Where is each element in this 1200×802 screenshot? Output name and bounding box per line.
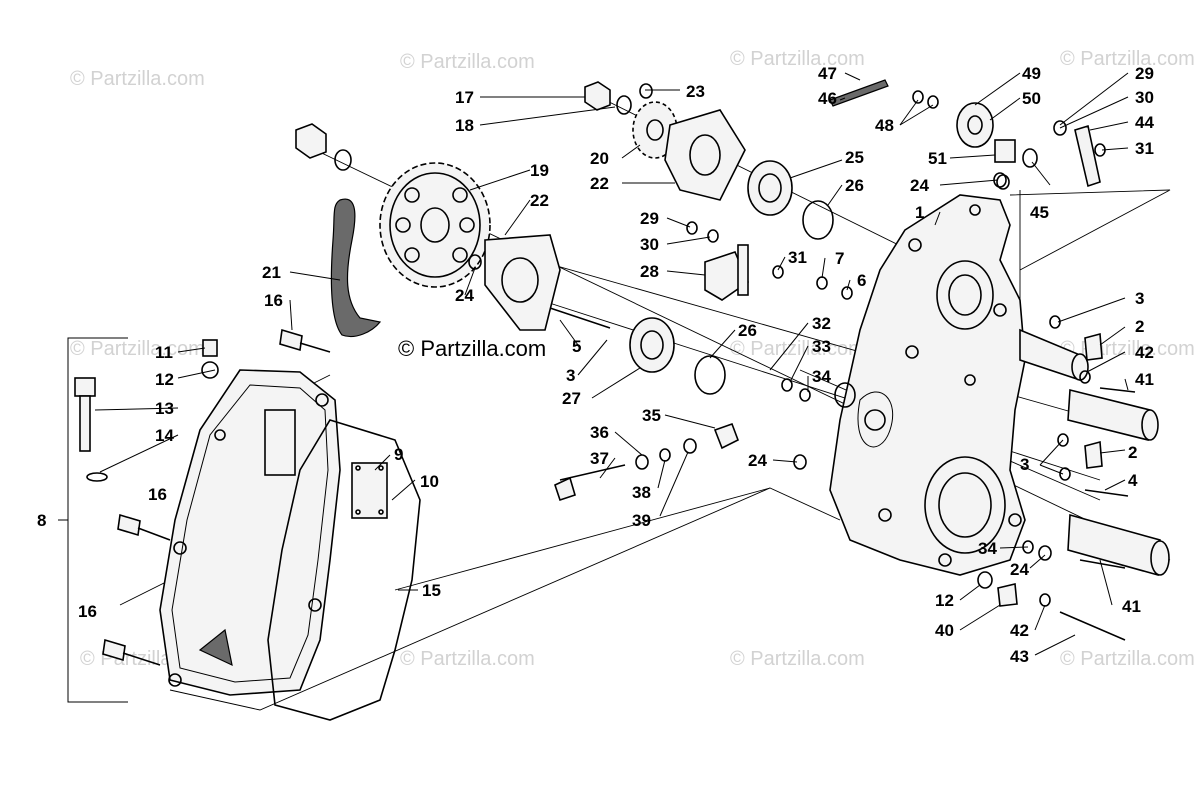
callout-label: 46 xyxy=(818,89,837,108)
callout-label: 39 xyxy=(632,511,651,530)
large-sprocket xyxy=(379,162,491,288)
callout-label: 23 xyxy=(686,82,705,101)
callout-label: 24 xyxy=(910,176,929,195)
watermark-text: © Partzilla.com xyxy=(70,338,205,360)
callout-label: 51 xyxy=(928,149,947,168)
callout-label: 3 xyxy=(1020,455,1029,474)
watermark-text: © Partzilla.com xyxy=(1060,48,1195,70)
callout-label: 25 xyxy=(845,148,864,167)
callout-label: 15 xyxy=(422,581,441,600)
callout-label: 42 xyxy=(1135,343,1154,362)
shafts xyxy=(1019,328,1170,577)
callout-label: 9 xyxy=(394,445,403,464)
bearings xyxy=(629,160,834,395)
nuts-and-washers xyxy=(295,81,653,171)
callout-label: 10 xyxy=(420,472,439,491)
callout-label: 50 xyxy=(1022,89,1041,108)
callout-label: 27 xyxy=(562,389,581,408)
callout-label: 16 xyxy=(264,291,283,310)
group-bracket xyxy=(58,337,128,703)
callout-label: 22 xyxy=(590,174,609,193)
callout-label: 45 xyxy=(1030,203,1049,222)
callout-label: 48 xyxy=(875,116,894,135)
callout-label: 5 xyxy=(572,337,581,356)
callout-label: 40 xyxy=(935,621,954,640)
watermark-text: © Partzilla.com xyxy=(400,648,535,670)
callout-label: 13 xyxy=(155,399,174,418)
callout-label: 35 xyxy=(642,406,661,425)
callout-label: 16 xyxy=(148,485,167,504)
right-hardware xyxy=(977,315,1136,641)
callout-label: 26 xyxy=(738,321,757,340)
callout-label: 36 xyxy=(590,423,609,442)
callout-label: 26 xyxy=(845,176,864,195)
callout-label: 30 xyxy=(640,235,659,254)
callout-label: 34 xyxy=(978,539,997,558)
callout-label: 8 xyxy=(37,511,46,530)
chain-case-cover xyxy=(159,361,341,696)
mid-fasteners xyxy=(468,172,1007,502)
callout-label: 32 xyxy=(812,314,831,333)
callout-label: 28 xyxy=(640,262,659,281)
callout-label: 38 xyxy=(632,483,651,502)
drive-chain xyxy=(330,198,382,338)
callout-label: 30 xyxy=(1135,88,1154,107)
callout-label: 20 xyxy=(590,149,609,168)
plate xyxy=(351,462,388,519)
callout-label: 7 xyxy=(835,249,844,268)
callout-label: 44 xyxy=(1135,113,1154,132)
callout-label: 42 xyxy=(1010,621,1029,640)
callout-label: 31 xyxy=(788,248,807,267)
callout-label: 37 xyxy=(590,449,609,468)
callout-label: 1 xyxy=(915,203,924,222)
dipstick-assembly xyxy=(74,339,218,482)
callout-label: 21 xyxy=(262,263,281,282)
callout-labels: 1 2 2 3 3 3 4 5 6 7 8 9 10 11 12 12 13 1… xyxy=(37,64,1154,666)
callout-label: 11 xyxy=(155,343,173,362)
callout-label: 43 xyxy=(1010,647,1029,666)
callout-label: 2 xyxy=(1135,317,1144,336)
watermark-text: © Partzilla.com xyxy=(730,338,865,360)
callout-label: 19 xyxy=(530,161,549,180)
callout-label: 12 xyxy=(155,370,174,389)
callout-label: 41 xyxy=(1122,597,1141,616)
watermark-text: © Partzilla.com xyxy=(400,51,535,73)
watermark-text: © Partzilla.com xyxy=(730,648,865,670)
callout-label: 6 xyxy=(857,271,866,290)
callout-label: 41 xyxy=(1135,370,1154,389)
callout-label: 3 xyxy=(1135,289,1144,308)
callout-label: 24 xyxy=(455,286,474,305)
center-watermark: © Partzilla.com xyxy=(398,336,546,361)
callout-label: 14 xyxy=(155,426,174,445)
callout-label: 4 xyxy=(1128,471,1138,490)
callout-label: 34 xyxy=(812,367,831,386)
callout-label: 18 xyxy=(455,116,474,135)
callout-leaders xyxy=(94,72,1129,656)
callout-label: 16 xyxy=(78,602,97,621)
callout-label: 22 xyxy=(530,191,549,210)
callout-label: 29 xyxy=(640,209,659,228)
gasket xyxy=(267,419,421,721)
callout-label: 49 xyxy=(1022,64,1041,83)
callout-label: 3 xyxy=(566,366,575,385)
idler-assembly xyxy=(829,79,1106,190)
callout-label: 33 xyxy=(812,337,831,356)
callout-label: 31 xyxy=(1135,139,1154,158)
chain-tensioner xyxy=(704,244,749,301)
callout-label: 12 xyxy=(935,591,954,610)
watermark-text: © Partzilla.com xyxy=(70,68,205,90)
gear-case-housing xyxy=(829,194,1026,576)
watermark-text: © Partzilla.com xyxy=(1060,648,1195,670)
callout-label: 24 xyxy=(1010,560,1029,579)
callout-label: 17 xyxy=(455,88,474,107)
watermark-text: © Partzilla.com xyxy=(730,48,865,70)
callout-label: 2 xyxy=(1128,443,1137,462)
cover-bolts xyxy=(102,328,331,666)
callout-label: 24 xyxy=(748,451,767,470)
callout-label: 29 xyxy=(1135,64,1154,83)
callout-label: 47 xyxy=(818,64,837,83)
bearing-plates xyxy=(484,109,746,331)
